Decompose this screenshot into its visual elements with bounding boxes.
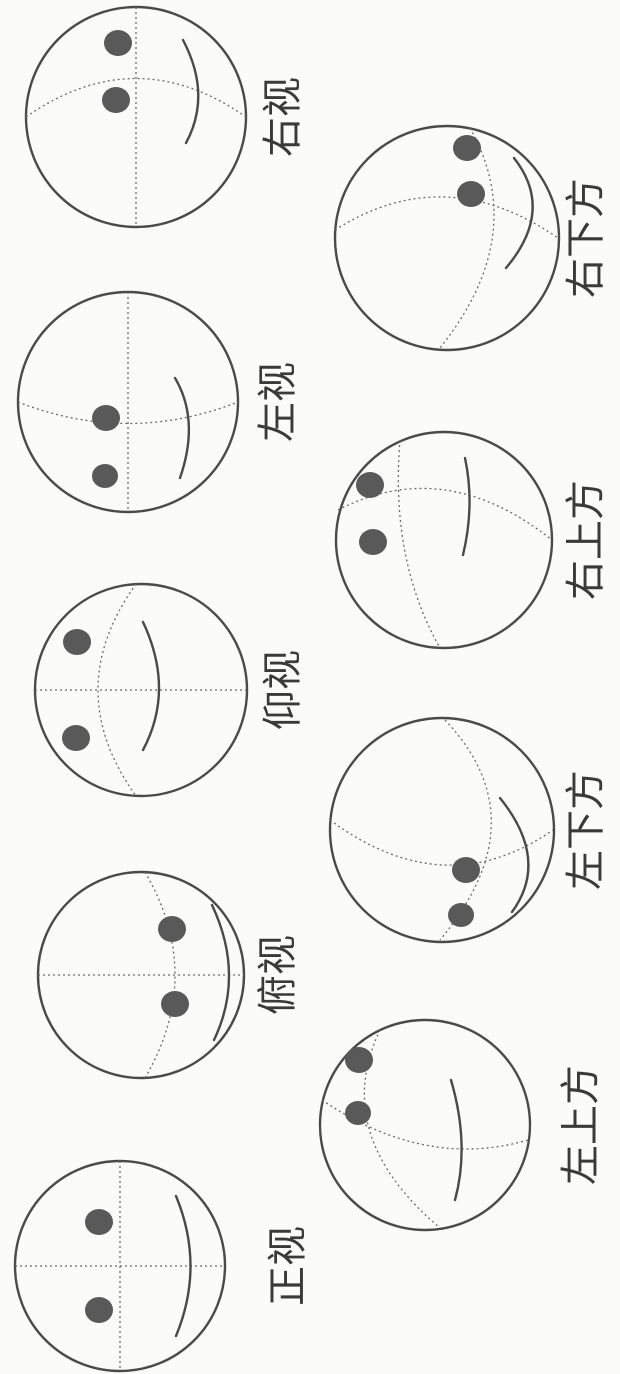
face-bottom-view: [35, 584, 247, 796]
label-upper-right-view: 右上方: [563, 480, 609, 600]
label-lower-left-view: 左下方: [563, 770, 609, 890]
label-top-view: 俯视: [255, 935, 301, 1015]
label-upper-left-view: 左上方: [558, 1065, 604, 1185]
face-lower-right-view: [335, 126, 559, 350]
face-lower-left-view: [330, 718, 554, 942]
label-bottom-view: 仰视: [260, 650, 306, 730]
label-right-view: 右视: [260, 77, 306, 157]
label-lower-right-view: 右下方: [563, 178, 609, 298]
face-front-view: [15, 1161, 225, 1371]
face-top-view: [38, 872, 244, 1078]
face-upper-left-view: [320, 1020, 530, 1230]
face-right-view: [26, 7, 246, 227]
face-upper-right-view: [336, 432, 552, 648]
face-left-view: [18, 292, 238, 512]
label-left-view: 左视: [255, 362, 301, 442]
label-front-view: 正视: [265, 1226, 311, 1306]
